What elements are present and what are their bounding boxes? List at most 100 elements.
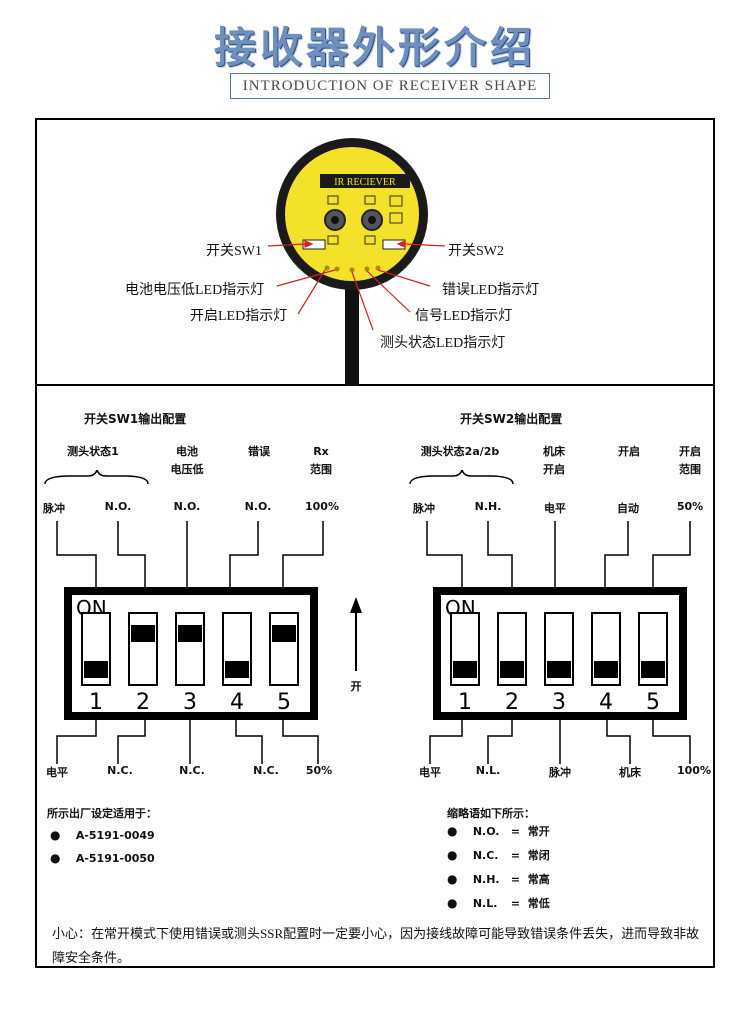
callout-line-sw1 xyxy=(267,243,306,247)
sw1-group-probe1: 测头状态1 xyxy=(67,445,119,458)
callout-line-signal xyxy=(366,270,411,313)
sw1-bottom-label-2: N.C. xyxy=(107,764,133,777)
callout-line-sw2 xyxy=(404,243,446,247)
sw1-bottom-leader-2 xyxy=(117,720,146,764)
receiver-label: IR RECIEVER xyxy=(334,177,396,188)
abbrev-item: ● N.C.= 常闭 xyxy=(447,847,550,863)
sw1-number-5: 5 xyxy=(277,690,291,715)
sw2-group-start-range: 开启 范围 xyxy=(679,445,701,476)
callout-start-led-label: 开启LED指示灯 xyxy=(190,309,288,324)
abbrev-item: ● N.O.= 常开 xyxy=(447,823,550,839)
sw2-top-label-1: 脉冲 xyxy=(413,502,435,515)
sw1-knob-2[interactable] xyxy=(131,625,155,642)
sw1-brace xyxy=(44,470,149,485)
sw1-leader-5 xyxy=(282,521,324,587)
receiver-icon-bin xyxy=(389,212,403,224)
led-battery xyxy=(334,266,340,272)
sw2-top-leaders xyxy=(426,521,691,587)
sw2-number-2: 2 xyxy=(505,690,519,715)
led-probe xyxy=(349,267,355,273)
receiver-icon-a xyxy=(327,195,339,205)
callout-sw1-label: 开关SW1 xyxy=(206,244,262,259)
sw2-bottom-leaders xyxy=(429,720,691,764)
sw1-knob-3[interactable] xyxy=(178,625,202,642)
callout-sw2-label: 开关SW2 xyxy=(448,244,504,259)
sw2-top-label-3: 电平 xyxy=(544,502,566,515)
sw2-title: 开关SW2输出配置 xyxy=(460,412,563,426)
sw1-number-2: 2 xyxy=(136,690,150,715)
sw2-bottom-label-1: 电平 xyxy=(419,766,441,779)
sw2-top-label-4: 自动 xyxy=(617,502,639,515)
sw1-slot-3[interactable] xyxy=(175,612,205,686)
sw2-knob-1[interactable] xyxy=(453,661,477,678)
sw1-top-label-5: 100% xyxy=(305,500,339,513)
receiver-button-right-center xyxy=(368,216,376,224)
callout-arrow-sw2 xyxy=(396,240,406,248)
page-title: 接收器外形介绍 xyxy=(213,23,536,72)
abbrev-value: 常开 xyxy=(527,825,550,838)
sw1-title: 开关SW1输出配置 xyxy=(84,412,187,426)
sw2-brace-path xyxy=(409,470,514,485)
factory-item-2-text: A-5191-0050 xyxy=(75,852,155,865)
abbrev-eq: = xyxy=(510,897,521,910)
sw2-bottom-label-3: 脉冲 xyxy=(549,766,571,779)
on-arrow-label: 开 xyxy=(350,680,362,693)
sw2-leader-1 xyxy=(426,521,463,587)
receiver-face xyxy=(285,147,419,281)
sw2-knob-3[interactable] xyxy=(547,661,571,678)
bullet-icon: ● xyxy=(447,872,458,886)
abbrev-title: 缩略语如下所示： xyxy=(447,807,535,820)
factory-item-2: ● A-5191-0050 xyxy=(50,851,155,865)
sw1-group-rx-range: Rx 范围 xyxy=(310,445,332,476)
sw2-knob-2[interactable] xyxy=(500,661,524,678)
sw1-leader-2 xyxy=(117,521,146,587)
sw2-bottom-label-5: 100% xyxy=(677,764,711,777)
bullet-icon: ● xyxy=(447,896,458,910)
sw1-slot-2[interactable] xyxy=(128,612,158,686)
sw1-knob-4[interactable] xyxy=(225,661,249,678)
page-subtitle: INTRODUCTION OF RECEIVER SHAPE xyxy=(230,73,550,99)
bullet-icon: ● xyxy=(447,848,458,862)
sw1-top-leaders xyxy=(56,521,324,587)
led-signal xyxy=(364,266,370,272)
bullet-icon: ● xyxy=(50,851,61,865)
receiver-illustration: IR RECIEVER xyxy=(267,138,446,386)
sw2-knob-4[interactable] xyxy=(594,661,618,678)
sw2-bottom-leader-2 xyxy=(487,720,513,764)
sw1-slot-5[interactable] xyxy=(269,612,299,686)
callout-battery-led-label: 电池电压低LED指示灯 xyxy=(125,283,265,298)
led-error xyxy=(375,265,381,271)
callout-line-battery xyxy=(276,269,336,287)
sw1-top-label-3: N.O. xyxy=(173,500,201,513)
sw1-top-label-2: N.O. xyxy=(104,500,132,513)
sw2-bottom-leader-5 xyxy=(652,720,691,764)
sw1-brace-path xyxy=(44,470,149,485)
sw1-number-1: 1 xyxy=(89,690,103,715)
receiver-icon-b xyxy=(364,195,376,205)
sw2-group-probe2: 测头状态2a/2b xyxy=(420,445,500,458)
sw1-knob-5[interactable] xyxy=(272,625,296,642)
diagram-frame xyxy=(35,118,715,968)
sw2-leader-2 xyxy=(487,521,513,587)
sw1-knob-1[interactable] xyxy=(84,661,108,678)
sw2-bottom-leader-4 xyxy=(606,720,631,764)
sw2-number-4: 4 xyxy=(599,690,613,715)
sw2-bottom-label-4: 机床 xyxy=(619,766,641,779)
factory-item-1: ● A-5191-0049 xyxy=(50,828,155,842)
abbrev-key: N.H. xyxy=(472,873,500,886)
abbrev-item: ● N.L.= 常低 xyxy=(447,895,550,911)
sw1-bottom-leader-1 xyxy=(56,720,97,764)
sw1-leader-4 xyxy=(229,521,259,587)
sw1-top-label-1: 脉冲 xyxy=(43,502,65,515)
sw2-knob-5[interactable] xyxy=(641,661,665,678)
receiver-icon-c xyxy=(327,235,339,245)
sw1-bottom-label-3: N.C. xyxy=(179,764,205,777)
abbrev-key: N.O. xyxy=(472,825,500,838)
callout-signal-led-label: 信号LED指示灯 xyxy=(415,309,513,324)
bullet-icon: ● xyxy=(447,824,458,838)
sw2-brace xyxy=(409,470,514,485)
receiver-icon-ce xyxy=(389,195,403,207)
sw1-leader-1 xyxy=(56,521,97,587)
